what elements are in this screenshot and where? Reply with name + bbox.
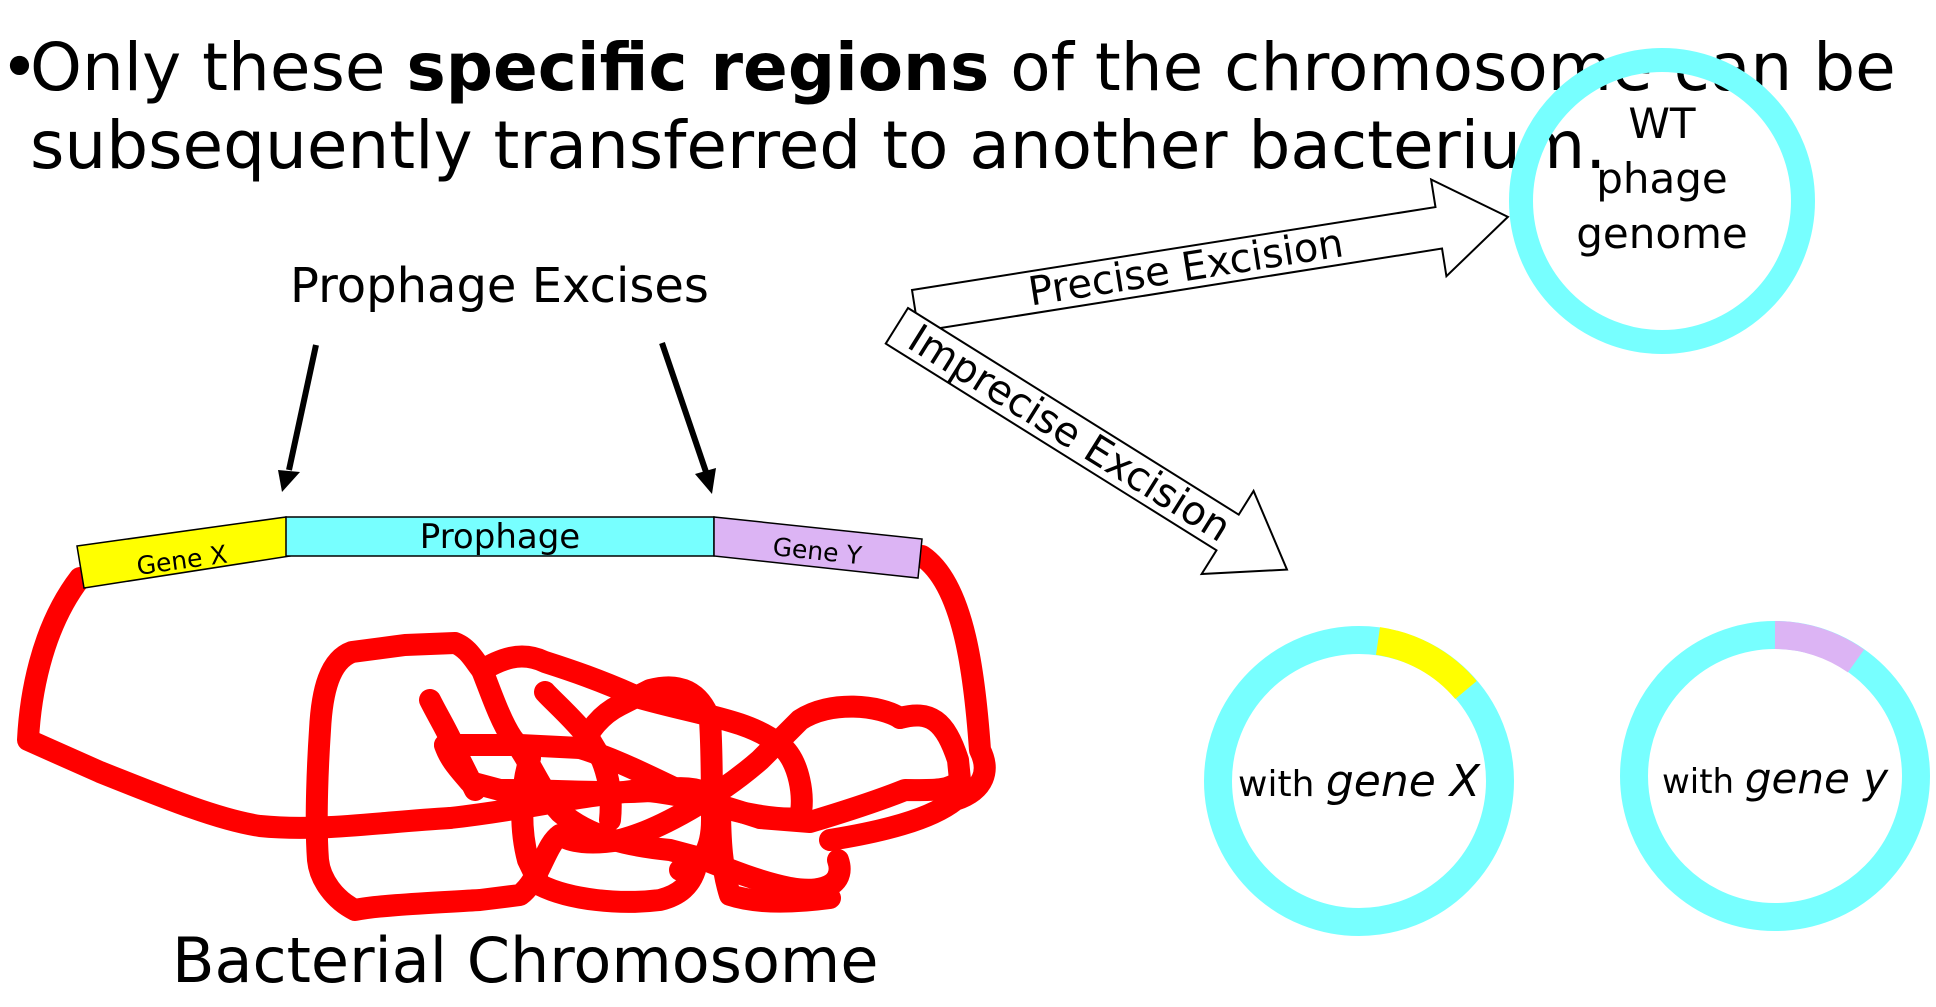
segment-prophage-label: Prophage — [420, 517, 580, 557]
pointer-arrow-right — [659, 342, 709, 473]
bullet-symbol: • — [0, 29, 39, 106]
gene-x-phage-ring: with gene X — [1204, 626, 1514, 936]
gene-y-ring-label: with gene y — [1662, 754, 1889, 803]
segment-prophage — [285, 516, 715, 557]
gene-y-insert — [1774, 621, 1865, 673]
gene-x-ring — [1204, 626, 1514, 936]
pointer-arrow-left — [286, 344, 319, 471]
gene-x-insert — [1375, 627, 1477, 700]
imprecise-excision-label: Imprecise Excision — [900, 316, 1239, 551]
pointer-arrowhead-right — [695, 468, 716, 494]
gene-x-name: gene X — [1326, 756, 1481, 807]
wt-phage-genome-ring: WT phage genome — [1509, 48, 1815, 354]
bacterial-chromosome-label: Bacterial Chromosome — [172, 924, 878, 997]
bullet-text-before: Only these — [30, 29, 406, 106]
gene-x-ring-label: with gene X — [1238, 756, 1481, 807]
pointer-arrows — [278, 342, 716, 494]
gene-y-prefix: with — [1662, 762, 1745, 802]
precise-excision-arrow: Precise Excision — [910, 177, 1510, 333]
gene-x-prefix: with — [1238, 764, 1326, 805]
gene-y-name: gene y — [1745, 754, 1889, 803]
bullet-line-2: subsequently transferred to another bact… — [30, 107, 1606, 184]
wt-label-line2: phage — [1596, 154, 1728, 203]
gene-y-phage-ring: with gene y — [1620, 621, 1930, 931]
wt-label-line1: WT — [1628, 99, 1696, 148]
genome-segment-bar: Gene X Prophage Gene Y — [76, 516, 923, 589]
segment-gene-y — [713, 516, 923, 579]
precise-excision-label: Precise Excision — [1025, 220, 1346, 315]
bullet-text-bold: specific regions — [406, 29, 989, 106]
precise-arrow-shape — [910, 177, 1510, 333]
wt-label-line3: genome — [1576, 209, 1748, 258]
pointer-arrowhead-left — [278, 470, 300, 492]
imprecise-arrow-shape — [884, 306, 1289, 576]
wt-ring — [1509, 48, 1815, 354]
bacterial-chromosome — [17, 545, 996, 921]
prophage-excises-title: Prophage Excises — [290, 258, 709, 314]
